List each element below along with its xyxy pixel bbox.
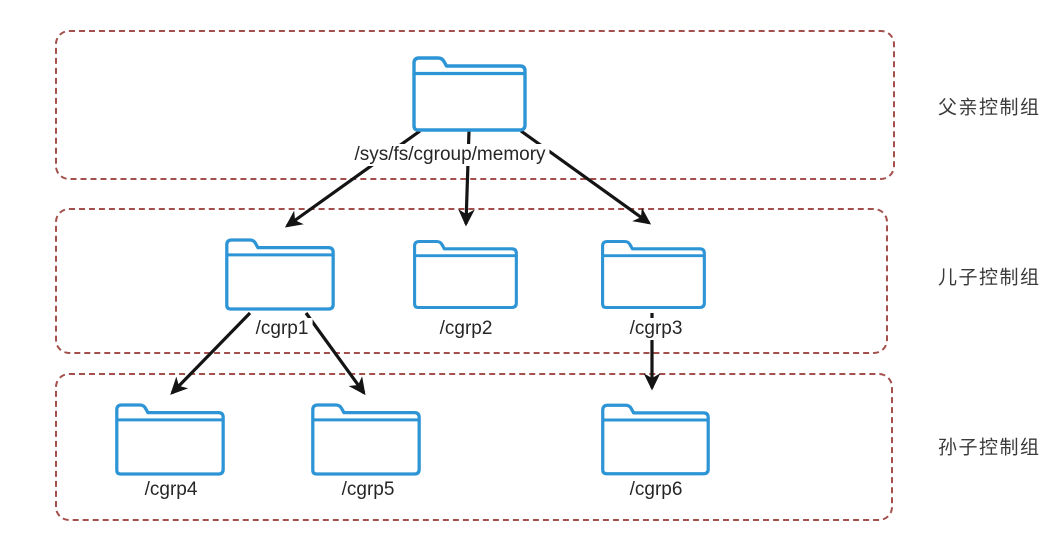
folder-icon-cgrp5 bbox=[311, 403, 421, 476]
grandchild-group-label: 孙子控制组 bbox=[938, 437, 1041, 459]
folder-icon-cgrp1 bbox=[225, 238, 335, 311]
parent-group-box bbox=[55, 30, 895, 180]
node-label-cgrp1: /cgrp1 bbox=[251, 318, 313, 340]
grandchild-group-box bbox=[55, 373, 893, 521]
folder-icon-cgrp2 bbox=[412, 239, 519, 310]
node-label-cgrp5: /cgrp5 bbox=[337, 479, 399, 501]
folder-icon-cgrp6 bbox=[601, 403, 710, 476]
node-label-cgrp4: /cgrp4 bbox=[140, 479, 202, 501]
node-label-cgrp6: /cgrp6 bbox=[625, 479, 687, 501]
folder-icon-root bbox=[412, 56, 527, 132]
folder-icon-cgrp3 bbox=[600, 239, 707, 310]
parent-group-label: 父亲控制组 bbox=[938, 97, 1041, 119]
child-group-box bbox=[55, 208, 888, 354]
child-group-label: 儿子控制组 bbox=[938, 267, 1041, 289]
arrow-cgrp1-to-cgrp5 bbox=[304, 312, 366, 396]
node-label-root: /sys/fs/cgroup/memory bbox=[350, 144, 550, 166]
folder-icon-cgrp4 bbox=[115, 403, 225, 476]
node-label-cgrp3: /cgrp3 bbox=[625, 318, 687, 340]
arrow-cgrp1-to-cgrp4 bbox=[170, 311, 252, 395]
node-label-cgrp2: /cgrp2 bbox=[435, 318, 497, 340]
